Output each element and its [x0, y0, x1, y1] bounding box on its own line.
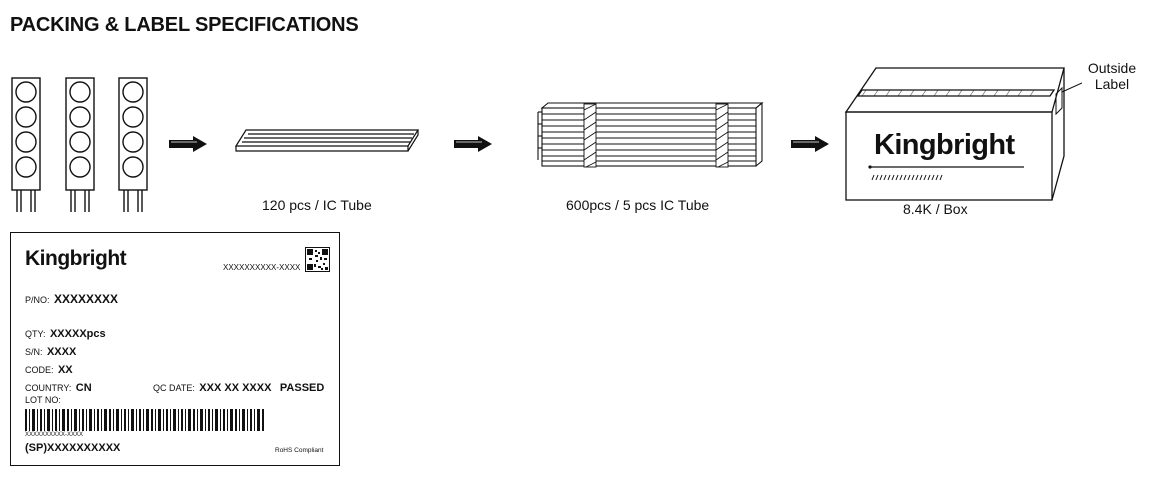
- tube-bundle-drawing: [537, 101, 764, 168]
- page-title: PACKING & LABEL SPECIFICATIONS: [10, 14, 359, 36]
- passed-status: PASSED: [279, 382, 325, 394]
- tube-caption: 120 pcs / IC Tube: [262, 197, 372, 213]
- qty-value: XXXXXpcs: [49, 328, 106, 340]
- qc-date-value: XXX XX XXXX: [199, 382, 272, 394]
- country-value: CN: [75, 382, 92, 394]
- packing-label-sample: Kingbright XXXXXXXXXX-XXXX P/NO: XXXXXXX…: [10, 232, 340, 466]
- sn-value: XXXX: [46, 346, 77, 358]
- label-code-top: XXXXXXXXXX-XXXX: [223, 263, 301, 272]
- led-bar-drawing: [11, 77, 148, 212]
- box-caption: 8.4K / Box: [903, 201, 968, 217]
- pno-value: XXXXXXXX: [53, 292, 118, 306]
- pno-key: P/NO:: [25, 295, 50, 305]
- country-key: COUNTRY:: [25, 383, 72, 393]
- sn-key: S/N:: [25, 347, 43, 357]
- box-brand-logo: Kingbright: [874, 129, 1015, 161]
- arrow-right-icon: [791, 136, 829, 152]
- qc-date-key: QC DATE:: [153, 383, 195, 393]
- outside-label-callout: Outside Label: [1087, 60, 1137, 92]
- carton-box-drawing: [844, 67, 1082, 201]
- code-key: CODE:: [25, 365, 54, 375]
- ic-tube-drawing: [234, 129, 420, 152]
- barcode-graphic: [25, 409, 264, 431]
- outside-label-line2: Label: [1094, 76, 1130, 92]
- arrow-right-icon: [454, 136, 492, 152]
- sp-code: (SP)XXXXXXXXXX: [25, 442, 121, 454]
- qr-code-icon: [305, 247, 330, 272]
- barcode-text: XXXXXXXXXX-XXXX: [25, 432, 84, 438]
- outside-label-line1: Outside: [1087, 60, 1137, 76]
- arrow-right-icon: [169, 136, 207, 152]
- code-value: XX: [57, 364, 73, 376]
- lot-no-key: LOT NO:: [25, 395, 61, 405]
- bundle-caption: 600pcs / 5 pcs IC Tube: [566, 197, 710, 213]
- rohs-compliant: RoHS Compliant: [275, 447, 324, 454]
- qty-key: QTY:: [25, 329, 46, 339]
- label-brand-logo: Kingbright: [25, 247, 127, 270]
